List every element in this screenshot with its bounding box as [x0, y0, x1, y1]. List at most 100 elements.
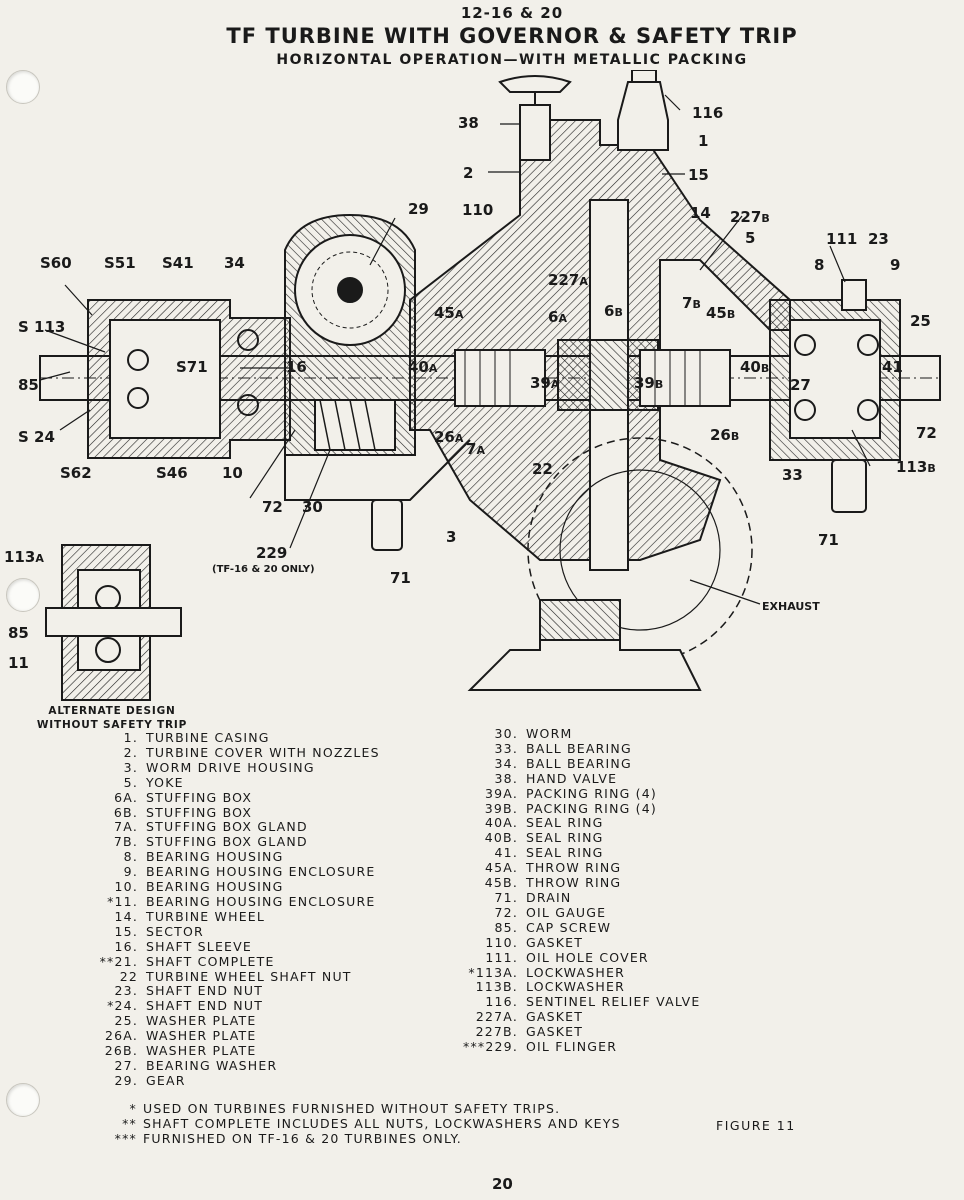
- callout-40a: 40A: [408, 358, 438, 376]
- callout-39b: 39B: [634, 374, 663, 392]
- callout-10: 10: [222, 464, 243, 482]
- part-number: 27.: [114, 1057, 138, 1073]
- part-name: LOCKWASHER: [526, 979, 625, 995]
- callout-6a: 6A: [548, 308, 567, 326]
- footnote-text: SHAFT COMPLETE INCLUDES ALL NUTS, LOCKWA…: [143, 1116, 621, 1131]
- page-title: TF TURBINE WITH GOVERNOR & SAFETY TRIP: [226, 24, 798, 48]
- part-number: *113A.: [468, 964, 518, 980]
- callout-113b: 113B: [896, 458, 936, 476]
- part-row: 10.BEARING HOUSING: [86, 879, 380, 895]
- part-row: 29.GEAR: [86, 1072, 380, 1089]
- part-number: 39A.: [484, 785, 518, 801]
- part-name: OIL HOLE COVER: [526, 949, 649, 965]
- alternate-design-inset: [45, 544, 182, 701]
- figure-label: FIGURE 11: [716, 1118, 796, 1133]
- part-name: TURBINE CASING: [146, 730, 270, 745]
- part-row: 40A.SEAL RING: [454, 816, 701, 831]
- part-row: 25.WASHER PLATE: [86, 1013, 380, 1029]
- part-name: BALL BEARING: [526, 755, 632, 771]
- callout-227a: 227A: [548, 271, 588, 289]
- part-row: 38.HAND VALVE: [454, 771, 701, 787]
- part-number: 40B.: [484, 830, 518, 846]
- callout-s51: S51: [104, 254, 136, 272]
- hand-valve: [519, 104, 551, 161]
- part-row: 16.SHAFT SLEEVE: [86, 938, 380, 955]
- part-number: 26B.: [104, 1043, 138, 1059]
- part-name: GEAR: [146, 1072, 186, 1088]
- part-row: 2.TURBINE COVER WITH NOZZLES: [86, 745, 380, 761]
- part-row: 45B.THROW RING: [454, 875, 701, 891]
- part-row: 9.BEARING HOUSING ENCLOSURE: [86, 864, 380, 880]
- callout-2: 2: [463, 164, 473, 182]
- part-name: PACKING RING (4): [526, 800, 657, 816]
- part-row: 7A.STUFFING BOX GLAND: [86, 820, 380, 835]
- callout-45a: 45A: [434, 304, 464, 322]
- footnote: ** SHAFT COMPLETE INCLUDES ALL NUTS, LOCK…: [88, 1116, 621, 1131]
- callout-1: 1: [698, 132, 708, 150]
- part-number: 8.: [123, 849, 138, 865]
- part-row: 227B.GASKET: [454, 1024, 701, 1040]
- callout-71-left: 71: [390, 569, 411, 587]
- callout-11: 11: [8, 654, 29, 672]
- part-number: 3.: [123, 759, 138, 775]
- part-name: STUFFING BOX: [146, 804, 253, 820]
- part-number: 7B.: [113, 834, 138, 850]
- callout-s41: S41: [162, 254, 194, 272]
- part-number: 9.: [123, 864, 138, 880]
- part-number: 30.: [494, 726, 518, 741]
- part-number: 16.: [114, 938, 138, 954]
- part-row: *24.SHAFT END NUT: [86, 998, 380, 1014]
- part-row: 34.BALL BEARING: [454, 755, 701, 772]
- part-row: 113B.LOCKWASHER: [454, 980, 701, 995]
- part-number: 227A.: [475, 1009, 518, 1025]
- part-name: OIL GAUGE: [526, 904, 607, 920]
- part-row: 23.SHAFT END NUT: [86, 984, 380, 999]
- part-row: 8.BEARING HOUSING: [86, 849, 380, 865]
- callout-25: 25: [910, 312, 931, 330]
- callout-72-left: 72: [262, 498, 283, 516]
- callout-40b: 40B: [740, 358, 769, 376]
- part-row: **21.SHAFT COMPLETE: [86, 953, 380, 970]
- footnote-text: FURNISHED ON TF-16 & 20 TURBINES ONLY.: [143, 1131, 462, 1146]
- oil-hole-cover: [841, 279, 867, 311]
- callout-85-alt: 85: [8, 624, 29, 642]
- callout-29: 29: [408, 200, 429, 218]
- callout-exhaust: EXHAUST: [762, 600, 820, 613]
- callout-7a: 7A: [466, 440, 485, 458]
- callout-111: 111: [826, 230, 857, 248]
- callout-16: 16: [286, 358, 307, 376]
- callout-227b: 227B: [730, 208, 770, 226]
- part-row: ***229.OIL FLINGER: [454, 1039, 701, 1055]
- part-row: 85.CAP SCREW: [454, 919, 701, 936]
- part-row: 40B.SEAL RING: [454, 830, 701, 846]
- part-name: THROW RING: [526, 860, 622, 876]
- part-row: 111.OIL HOLE COVER: [454, 949, 701, 966]
- part-row: *11.BEARING HOUSING ENCLOSURE: [86, 893, 380, 910]
- footnote: ***FURNISHED ON TF-16 & 20 TURBINES ONLY…: [88, 1131, 621, 1146]
- callout-s113: S 113: [18, 318, 65, 336]
- part-name: BEARING HOUSING ENCLOSURE: [146, 893, 376, 909]
- part-row: 116.SENTINEL RELIEF VALVE: [454, 994, 701, 1010]
- part-number: 33.: [494, 740, 518, 756]
- part-number: 45A.: [484, 860, 518, 876]
- sentinel-relief-valve: [617, 81, 669, 151]
- part-row: *113A. LOCKWASHER: [454, 964, 701, 981]
- part-number: 85.: [494, 919, 518, 935]
- part-row: 5.YOKE: [86, 775, 380, 791]
- callout-229: 229: [256, 544, 287, 562]
- part-name: WORM DRIVE HOUSING: [146, 759, 315, 775]
- part-number: 1.: [123, 730, 138, 745]
- part-name: LOCKWASHER: [526, 964, 625, 980]
- callout-9: 9: [890, 256, 900, 274]
- callout-7b: 7B: [682, 294, 701, 312]
- part-row: 26B.WASHER PLATE: [86, 1043, 380, 1059]
- part-row: 30.WORM: [454, 726, 701, 742]
- callout-26b: 26B: [710, 426, 739, 444]
- part-name: SHAFT END NUT: [146, 998, 264, 1014]
- part-row: 7B.STUFFING BOX GLAND: [86, 834, 380, 850]
- part-name: WASHER PLATE: [146, 1028, 257, 1044]
- footnote-mark: **: [122, 1116, 137, 1131]
- part-name: SHAFT COMPLETE: [146, 953, 275, 969]
